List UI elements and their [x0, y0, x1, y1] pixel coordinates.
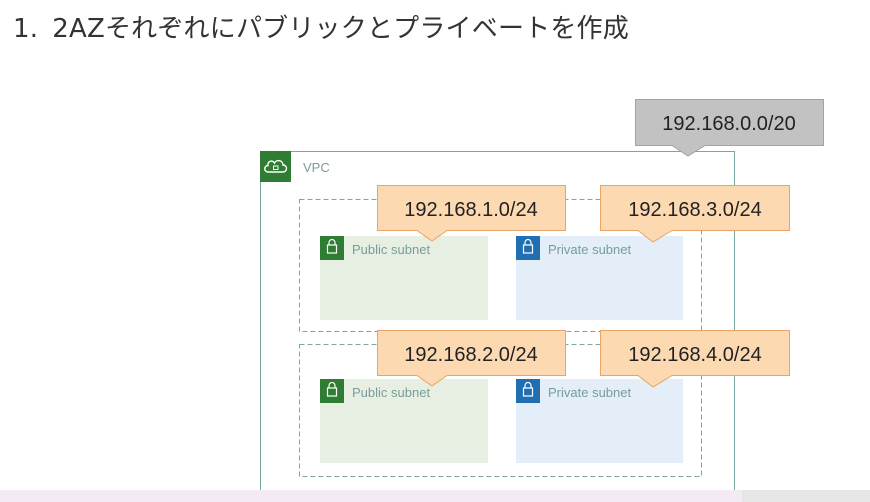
vpc-label: VPC	[303, 160, 330, 175]
subnet-cidr-callout: 192.168.4.0/24	[600, 330, 790, 388]
bottom-strip-gray	[742, 490, 870, 502]
heading-number: 1.	[13, 14, 39, 44]
bottom-strip	[0, 490, 870, 502]
subnet-label: Public subnet	[352, 385, 430, 400]
subnet-cidr-label: 192.168.4.0/24	[628, 344, 761, 366]
heading-text: 2AZそれぞれにパブリックとプライベートを作成	[52, 14, 629, 44]
lock-icon	[320, 379, 344, 403]
private-subnet-2: Private subnet	[516, 379, 683, 463]
lock-icon	[516, 379, 540, 403]
subnet-label: Private subnet	[548, 385, 631, 400]
public-subnet-1: Public subnet	[320, 236, 488, 320]
private-subnet-1: Private subnet	[516, 236, 683, 320]
subnet-cidr-callout: 192.168.2.0/24	[377, 330, 566, 387]
lock-icon	[320, 236, 344, 260]
subnet-cidr-callout: 192.168.3.0/24	[600, 185, 790, 243]
subnet-label: Private subnet	[548, 242, 631, 257]
subnet-cidr-label: 192.168.2.0/24	[404, 344, 537, 366]
vpc-cidr-label: 192.168.0.0/20	[662, 113, 795, 135]
vpc-cidr-callout: 192.168.0.0/20	[635, 99, 824, 157]
public-subnet-2: Public subnet	[320, 379, 488, 463]
subnet-cidr-callout: 192.168.1.0/24	[377, 185, 566, 242]
subnet-cidr-label: 192.168.1.0/24	[404, 199, 537, 221]
page-heading: 1. 2AZそれぞれにパブリックとプライベートを作成	[13, 8, 629, 45]
subnet-cidr-label: 192.168.3.0/24	[628, 199, 761, 221]
lock-icon	[516, 236, 540, 260]
subnet-label: Public subnet	[352, 242, 430, 257]
vpc-cloud-icon	[260, 151, 291, 182]
